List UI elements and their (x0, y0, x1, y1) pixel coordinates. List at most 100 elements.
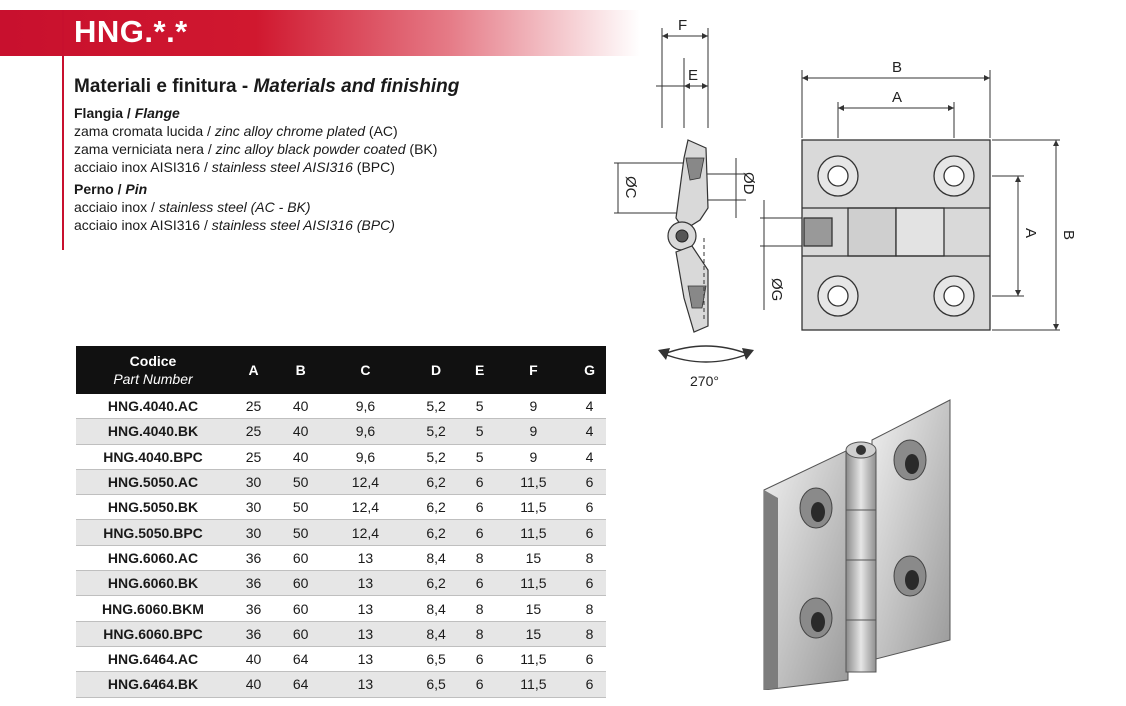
line-en: stainless steel AISI316 (BPC) (211, 217, 395, 233)
dimension-cell: 11,5 (493, 570, 574, 597)
left-leaf (763, 449, 849, 690)
flange-title-en: Flange (134, 105, 180, 121)
dimension-cell: 60 (277, 595, 325, 622)
side-view-drawing: F E ØC ØD (614, 17, 756, 333)
line-en: zinc alloy chrome plated (214, 123, 366, 139)
dimension-cell: 36 (230, 570, 278, 597)
dimension-cell: 6,5 (406, 646, 466, 673)
dimension-cell: 40 (277, 418, 325, 445)
pin-title-en: Pin (125, 181, 148, 197)
dimension-cell: 25 (230, 394, 278, 420)
line-code: (BPC) (352, 159, 395, 175)
dimension-cell: 8 (465, 595, 494, 622)
header-col: C (324, 346, 407, 394)
dimension-cell: 12,4 (324, 494, 407, 521)
dimension-cell: 13 (324, 595, 407, 622)
dimension-cell: 36 (230, 545, 278, 572)
label-g: ØG (768, 278, 785, 301)
dimension-cell: 15 (493, 545, 574, 572)
rotation-arrow-icon (658, 348, 754, 360)
dimension-cell: 6 (465, 671, 494, 698)
dimension-cell: 8 (465, 545, 494, 572)
part-number-cell: HNG.5050.AC (76, 469, 230, 496)
line-en: stainless steel (AC - BK) (158, 199, 311, 215)
dimension-cell: 6,5 (406, 671, 466, 698)
rotation-arc (663, 345, 749, 355)
part-number-cell: HNG.6060.BK (76, 570, 230, 597)
dimension-cell: 8 (573, 621, 606, 647)
dimension-cell: 36 (230, 595, 278, 622)
dimension-cell: 9 (493, 444, 574, 470)
dimension-cell: 11,5 (493, 519, 574, 546)
dimension-cell: 6 (573, 469, 606, 496)
dimension-cell: 9,6 (324, 394, 407, 420)
dimension-cell: 8,4 (406, 621, 466, 647)
header-col: E (465, 346, 494, 394)
rotation-arc (663, 353, 749, 363)
header-part: Part Number (113, 371, 193, 387)
dimension-cell: 64 (277, 646, 325, 673)
dimension-cell: 11,5 (493, 671, 574, 698)
dimension-cell: 9 (493, 418, 574, 445)
dimension-cell: 60 (277, 570, 325, 597)
dimension-cell: 6 (465, 570, 494, 597)
dimension-cell: 5 (465, 444, 494, 470)
front-view-drawing: B A B A ØG (760, 59, 1077, 331)
dimension-cell: 40 (277, 444, 325, 470)
dimension-cell: 25 (230, 444, 278, 470)
materials-heading: Materiali e finitura - Materials and fin… (74, 76, 614, 98)
line-it: acciaio inox / (74, 199, 159, 215)
dimension-cell: 9,6 (324, 444, 407, 470)
line-en: stainless steel AISI316 (211, 159, 353, 175)
dimension-cell: 30 (230, 469, 278, 496)
part-number-cell: HNG.6060.BPC (76, 621, 230, 647)
dimension-cell: 5,2 (406, 444, 466, 470)
accent-rule (62, 10, 64, 250)
dimension-cell: 13 (324, 545, 407, 572)
dimension-cell: 13 (324, 570, 407, 597)
dimension-cell: 50 (277, 494, 325, 521)
label-b-vertical: B (1060, 230, 1077, 240)
dimension-cell: 36 (230, 621, 278, 647)
dimension-cell: 5 (465, 418, 494, 445)
header-col: D (406, 346, 466, 394)
dimension-cell: 6,2 (406, 570, 466, 597)
dimension-cell: 11,5 (493, 469, 574, 496)
dimension-cell: 12,4 (324, 519, 407, 546)
flange-line: zama verniciata nera / zinc alloy black … (74, 140, 614, 158)
hinge-3d-render (763, 399, 951, 690)
heading-it: Materiali e finitura - (74, 76, 254, 97)
part-number-cell: HNG.5050.BPC (76, 519, 230, 546)
dimension-cell: 8,4 (406, 545, 466, 572)
dimension-cell: 30 (230, 494, 278, 521)
title-band (0, 10, 640, 56)
dimension-cell: 8 (465, 621, 494, 647)
flange-line: zama cromata lucida / zinc alloy chrome … (74, 122, 614, 140)
part-number-cell: HNG.6464.BK (76, 671, 230, 698)
part-number-cell: HNG.6060.AC (76, 545, 230, 572)
dimension-cell: 6 (465, 519, 494, 546)
label-d: ØD (740, 172, 756, 195)
dimension-cell: 40 (277, 394, 325, 420)
part-number-cell: HNG.4040.BK (76, 418, 230, 445)
line-it: zama verniciata nera / (74, 141, 216, 157)
dimension-cell: 6,2 (406, 519, 466, 546)
dimension-cell: 15 (493, 621, 574, 647)
label-f: F (678, 17, 687, 34)
header-col: F (493, 346, 574, 394)
part-number-cell: HNG.4040.BPC (76, 444, 230, 470)
part-number-cell: HNG.6464.AC (76, 646, 230, 673)
dimension-cell: 50 (277, 469, 325, 496)
dimension-cell: 6 (573, 646, 606, 673)
